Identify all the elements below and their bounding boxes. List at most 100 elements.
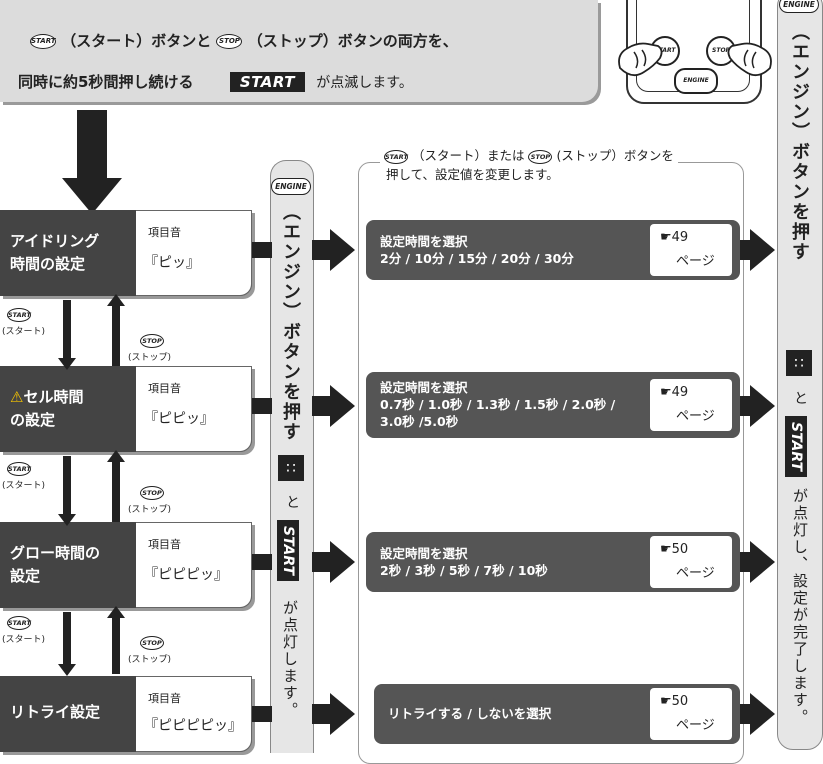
down-arrow bbox=[63, 456, 71, 516]
bar-text: （エンジン）ボタンを押す bbox=[280, 202, 301, 442]
bar-text: が点灯します。 bbox=[281, 600, 299, 719]
sound-heading: 項目音 bbox=[148, 382, 181, 395]
remote-signal-icon: ∷ bbox=[278, 455, 304, 481]
start-button-icon: START bbox=[7, 616, 31, 630]
change-instruction-line-1: START （スタート）または STOP (ストップ）ボタンを bbox=[380, 145, 678, 164]
stop-button-icon: STOP bbox=[140, 486, 164, 500]
hand-icon bbox=[618, 42, 663, 77]
bar-text: （エンジン）ボタンを押す bbox=[789, 22, 810, 262]
nav-label: (ストップ) bbox=[128, 655, 172, 665]
remote-engine-button: ENGINE bbox=[674, 68, 718, 94]
step-sound-panel: 項目音 『ピピピッ』 bbox=[136, 522, 252, 608]
connector bbox=[252, 398, 272, 414]
nav-label: (スタート) bbox=[2, 327, 46, 337]
start-indicator-badge: START bbox=[229, 72, 306, 92]
engine-button-icon: ENGINE bbox=[779, 0, 819, 13]
arrow-right-shaft bbox=[312, 240, 332, 260]
arrow-right-icon bbox=[330, 693, 355, 735]
hand-icon bbox=[727, 42, 772, 77]
arrow-right-icon bbox=[750, 385, 775, 427]
nav-label: (ストップ) bbox=[128, 353, 172, 363]
start-button-icon: START bbox=[7, 462, 31, 476]
step-label: ⚠セル時間の設定 bbox=[10, 388, 84, 429]
flow-arrow-head bbox=[62, 178, 122, 214]
up-arrow bbox=[112, 304, 120, 366]
step-label: グロー時間の設定 bbox=[10, 544, 101, 585]
start-indicator-badge: START bbox=[277, 520, 299, 582]
stop-button-icon: STOP bbox=[216, 34, 243, 49]
down-arrow bbox=[63, 300, 71, 360]
remote-illustration: START STOP ENGINE bbox=[618, 0, 772, 104]
bar-text: と bbox=[794, 391, 808, 407]
up-arrow-head bbox=[107, 606, 125, 618]
down-arrow-head bbox=[58, 664, 76, 676]
arrow-right-icon bbox=[330, 541, 355, 583]
arrow-right-icon bbox=[330, 229, 355, 271]
step-sound-panel: 項目音 『ピピピピッ』 bbox=[136, 676, 252, 752]
step-idling-time: アイドリング時間の設定 項目音 『ピッ』 bbox=[0, 210, 252, 296]
arrow-right-shaft bbox=[740, 704, 752, 724]
stop-button-icon: STOP bbox=[528, 149, 553, 164]
arrow-right-shaft bbox=[312, 552, 332, 572]
step-retry: リトライ設定 項目音 『ピピピピッ』 bbox=[0, 676, 252, 752]
flow-arrow-shaft bbox=[77, 110, 107, 180]
sound-value: 『ピピッ』 bbox=[144, 411, 214, 427]
connector bbox=[252, 242, 272, 258]
arrow-right-shaft bbox=[312, 704, 332, 724]
instruction-text: (ストップ）ボタンを bbox=[556, 148, 674, 163]
step-label: アイドリング時間の設定 bbox=[10, 232, 100, 273]
instruction-text: （スタート）または bbox=[411, 148, 525, 163]
arrow-right-shaft bbox=[312, 396, 332, 416]
sound-heading: 項目音 bbox=[148, 692, 181, 705]
up-arrow-head bbox=[107, 450, 125, 462]
setting-text: リトライする / しないを選択 bbox=[388, 706, 552, 721]
start-button-icon: START bbox=[30, 34, 56, 49]
arrow-right-shaft bbox=[740, 396, 752, 416]
sound-value: 『ピピピピッ』 bbox=[144, 718, 242, 734]
step-sound-panel: 項目音 『ピッ』 bbox=[136, 210, 252, 296]
arrow-right-icon bbox=[750, 541, 775, 583]
step-cell-time: ⚠セル時間の設定 項目音 『ピピッ』 bbox=[0, 366, 252, 452]
banner-text: （スタート）ボタンと bbox=[61, 32, 212, 50]
nav-label: (スタート) bbox=[2, 481, 46, 491]
sound-heading: 項目音 bbox=[148, 538, 181, 551]
start-button-icon: START bbox=[7, 308, 31, 322]
warning-icon: ⚠ bbox=[10, 388, 24, 406]
up-arrow bbox=[112, 460, 120, 522]
down-arrow-head bbox=[58, 358, 76, 370]
banner-text: 同時に約5秒間押し続ける bbox=[18, 73, 194, 91]
sound-heading: 項目音 bbox=[148, 226, 181, 239]
banner-text: が点滅します。 bbox=[316, 75, 413, 91]
banner-text: （ストップ）ボタンの両方を、 bbox=[247, 32, 458, 50]
arrow-right-icon bbox=[750, 693, 775, 735]
down-arrow-head bbox=[58, 514, 76, 526]
remote-signal-icon: ∷ bbox=[786, 350, 812, 376]
arrow-right-icon bbox=[750, 229, 775, 271]
connector bbox=[252, 706, 272, 722]
bar-text: と bbox=[286, 495, 300, 511]
nav-label: (スタート) bbox=[2, 635, 46, 645]
start-button-icon: START bbox=[384, 149, 408, 164]
sound-value: 『ピッ』 bbox=[144, 255, 200, 271]
arrow-right-shaft bbox=[740, 552, 752, 572]
arrow-right-shaft bbox=[740, 240, 752, 260]
up-arrow bbox=[112, 616, 120, 674]
down-arrow bbox=[63, 612, 71, 666]
bar-text: が点灯し、設定が完了します。 bbox=[791, 488, 809, 726]
step-glow-time: グロー時間の設定 項目音 『ピピピッ』 bbox=[0, 522, 252, 608]
engine-button-icon: ENGINE bbox=[271, 178, 311, 195]
step-sound-panel: 項目音 『ピピッ』 bbox=[136, 366, 252, 452]
connector bbox=[252, 554, 272, 570]
sound-value: 『ピピピッ』 bbox=[144, 567, 228, 583]
banner-line-1: START （スタート）ボタンと STOP （ストップ）ボタンの両方を、 bbox=[30, 30, 458, 51]
banner-line-2: 同時に約5秒間押し続ける START が点滅します。 bbox=[18, 71, 413, 92]
start-indicator-badge: START bbox=[785, 416, 807, 478]
